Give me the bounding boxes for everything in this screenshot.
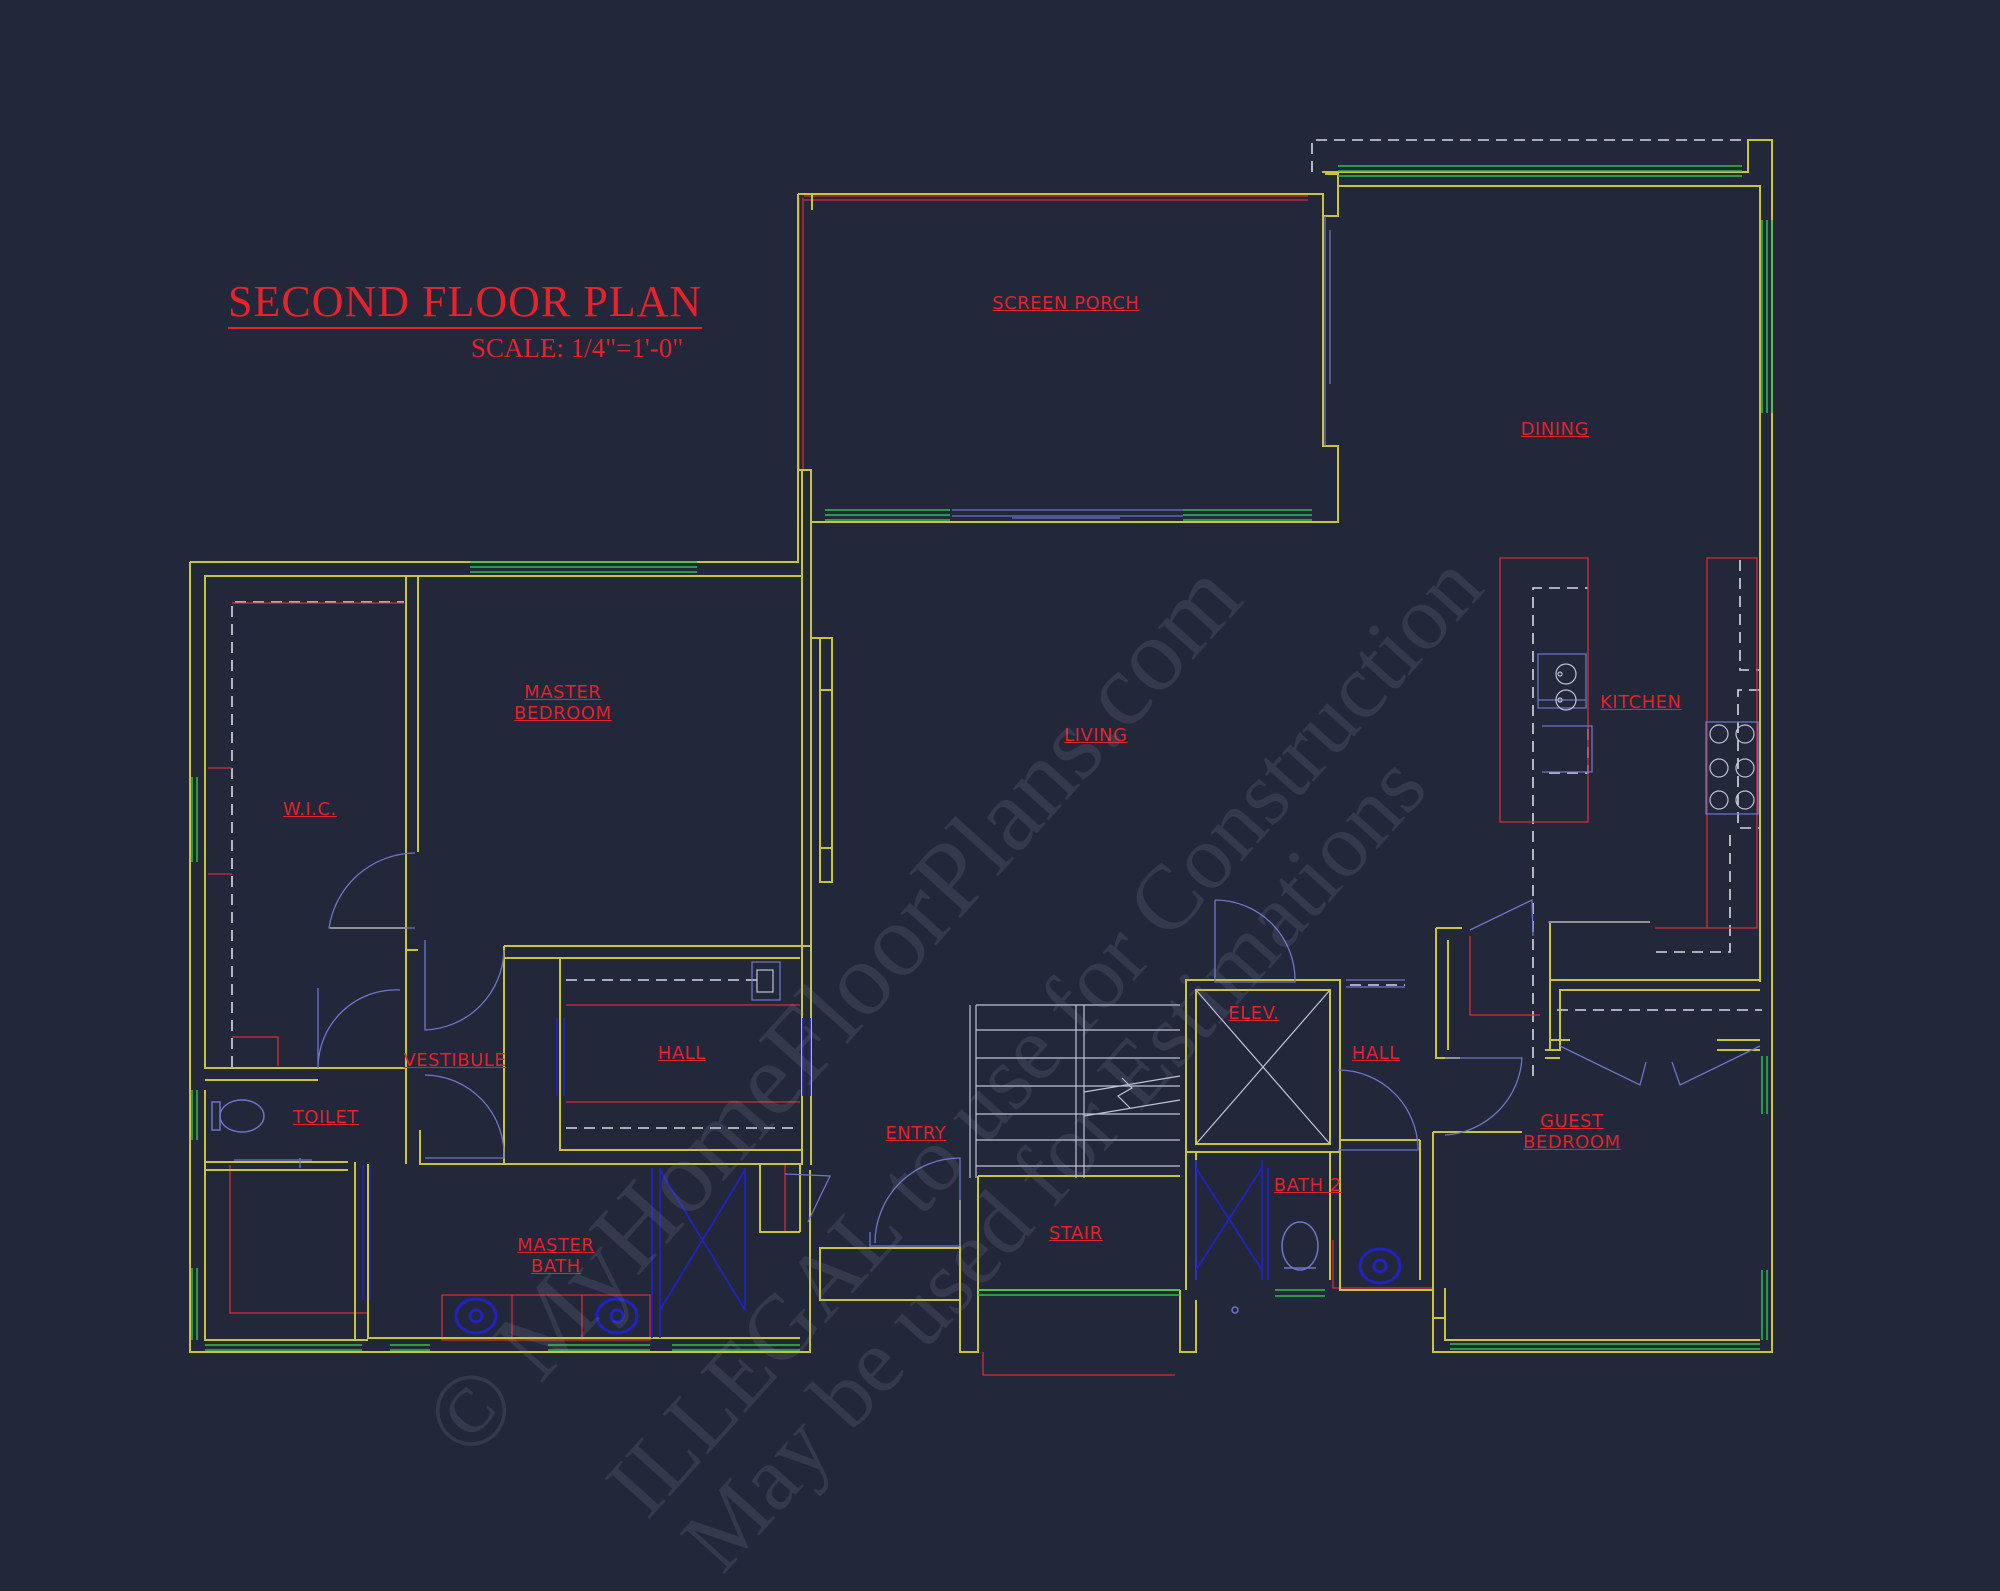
plan-title: SECOND FLOOR PLAN (228, 278, 703, 330)
room-label-living: LIVING (1064, 725, 1128, 746)
room-label-stair: STAIR (1049, 1223, 1103, 1244)
room-label-master-bath: MASTER BATH (517, 1235, 595, 1277)
room-label-elevator: ELEV. (1228, 1003, 1280, 1024)
room-label-toilet: TOILET (293, 1107, 359, 1128)
room-label-dining: DINING (1520, 419, 1590, 440)
room-label-entry: ENTRY (885, 1123, 947, 1144)
room-label-hall-east: HALL (1352, 1043, 1400, 1064)
room-label-guest-bedroom: GUEST BEDROOM (1523, 1111, 1621, 1153)
room-label-wic: W.I.C. (283, 799, 337, 820)
room-label-hall-west: HALL (658, 1043, 706, 1064)
floor-plan-drawing (189, 139, 1773, 1376)
plan-scale: SCALE: 1/4"=1'-0" (471, 333, 684, 363)
room-label-screen-porch: SCREEN PORCH (992, 293, 1140, 314)
room-label-master-bedroom: MASTER BEDROOM (514, 682, 612, 724)
room-label-bath-2: BATH 2 (1274, 1175, 1342, 1196)
room-label-kitchen: KITCHEN (1600, 692, 1682, 713)
room-label-vestibule: VESTIBULE (403, 1050, 507, 1071)
